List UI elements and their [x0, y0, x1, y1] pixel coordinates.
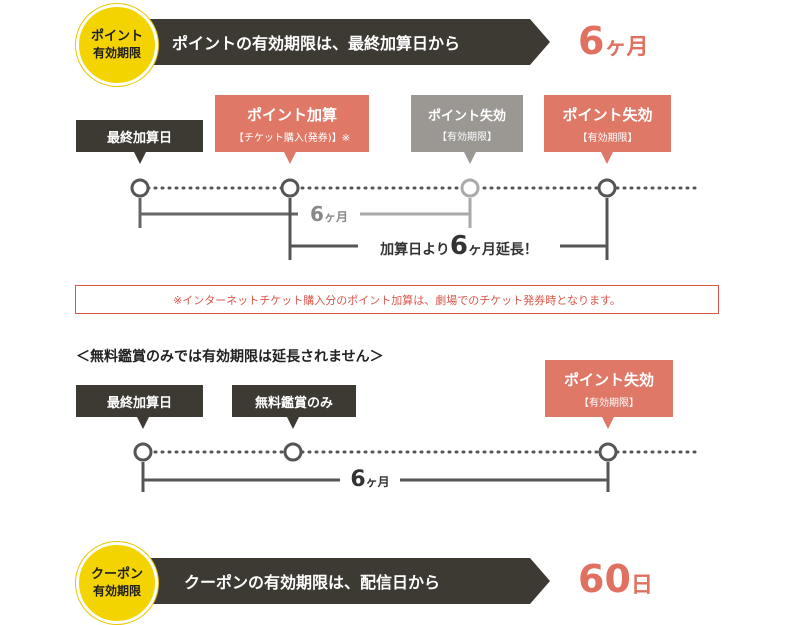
label-pointer: [134, 152, 146, 164]
label-title: ポイント失効: [562, 105, 653, 124]
grey-span-label: 6ヶ月: [298, 202, 360, 229]
banner-text: ポイントの有効期限は、最終加算日から: [172, 34, 461, 53]
node-expire-grey: [460, 178, 480, 198]
big-number: 60: [578, 557, 631, 601]
node-last-add: [130, 178, 150, 198]
node-point-add: [280, 178, 300, 198]
span-unit: ヶ月: [365, 475, 390, 489]
label-last-add: 最終加算日: [76, 385, 203, 417]
label-sub: 【チケット購入(発券)】※: [233, 132, 351, 144]
coupon-expiry-badge: クーポン 有効期限: [76, 542, 158, 624]
label-pointer: [464, 152, 476, 164]
extension-span-label: 加算日より6ヶ月延長！: [358, 230, 560, 266]
note-text: ※インターネットチケット購入分のポイント加算は、劇場でのチケット発券時となります…: [173, 293, 621, 307]
label-last-add: 最終加算日: [76, 120, 203, 152]
banner-arrow: [530, 558, 550, 604]
big-unit: 日: [630, 573, 653, 598]
label-expire: ポイント失効 【有効期限】: [545, 360, 673, 417]
banner-arrow: [530, 19, 550, 65]
label-pointer: [601, 152, 613, 164]
label-expire-grey: ポイント失効 【有効期限】: [411, 95, 523, 152]
badge-line2: 有効期限: [92, 584, 141, 598]
period-sixty-days: 60日: [578, 556, 653, 610]
label-point-add: ポイント加算 【チケット購入(発券)】※: [215, 95, 369, 152]
span-pre: 加算日より: [380, 242, 450, 258]
label-title: ポイント加算: [246, 105, 337, 124]
coupon-expiry-banner: クーポンの有効期限は、配信日から: [140, 558, 530, 604]
node-last-add: [133, 442, 153, 462]
big-number: 6: [578, 19, 605, 63]
label-title: ポイント失効: [427, 108, 506, 124]
label-pointer: [602, 417, 614, 429]
label-sub: 【有効期限】: [579, 397, 639, 409]
six-month-span-label: 6ヶ月: [340, 466, 400, 496]
span-num: 6: [449, 231, 468, 261]
span-unit: ヶ月: [323, 210, 348, 224]
label-free-view: 無料鑑賞のみ: [232, 385, 356, 417]
point-expiry-badge: ポイント 有効期限: [76, 4, 158, 86]
label-sub: 【有効期限】: [577, 132, 638, 144]
badge-line1: ポイント: [90, 29, 143, 44]
point-expiry-banner: ポイントの有効期限は、最終加算日から: [140, 19, 530, 65]
banner-text: クーポンの有効期限は、配信日から: [184, 573, 441, 592]
label-pointer: [284, 152, 296, 164]
internet-ticket-note: ※インターネットチケット購入分のポイント加算は、劇場でのチケット発券時となります…: [75, 285, 719, 314]
span-num: 6: [310, 202, 324, 226]
span-post: ヶ月延長！: [467, 242, 538, 258]
big-unit: ヶ月: [604, 35, 649, 60]
label-text: 最終加算日: [106, 395, 172, 411]
span-num: 6: [350, 467, 366, 492]
heading-text: ＜無料鑑賞のみでは有効期限は延長されません＞: [76, 349, 384, 365]
label-text: 無料鑑賞のみ: [254, 395, 333, 411]
badge-line2: 有効期限: [92, 46, 141, 60]
timeline1-graphic: [130, 178, 702, 260]
period-six-months: 6ヶ月: [578, 18, 648, 72]
node-expire: [597, 178, 617, 198]
label-pointer: [137, 417, 149, 429]
label-pointer: [287, 417, 299, 429]
badge-line1: クーポン: [90, 567, 143, 582]
label-sub: 【有効期限】: [437, 131, 497, 143]
label-title: ポイント失効: [563, 370, 654, 389]
label-text: 最終加算日: [106, 130, 172, 146]
timeline2-graphic: [133, 442, 702, 492]
label-expire: ポイント失効 【有効期限】: [544, 95, 671, 152]
node-free-view: [283, 442, 303, 462]
node-expire: [598, 442, 618, 462]
free-viewing-heading: ＜無料鑑賞のみでは有効期限は延長されません＞: [76, 346, 384, 366]
